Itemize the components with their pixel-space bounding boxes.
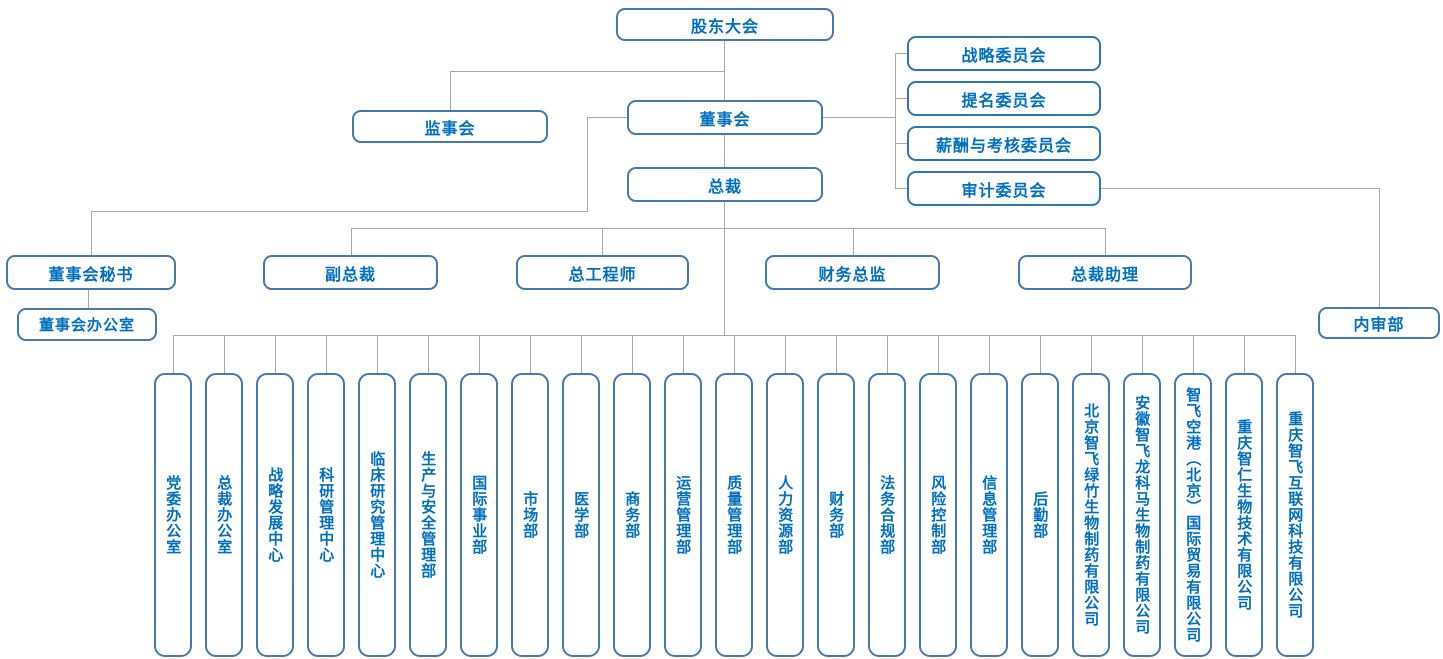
connector-line	[683, 335, 684, 373]
connector-line	[895, 188, 907, 189]
node-dept-hr: 人力资源部	[766, 373, 804, 657]
connector-line	[853, 228, 854, 255]
node-dept-logistics: 后勤部	[1021, 373, 1059, 657]
connector-line	[450, 71, 724, 72]
node-nomination-committee: 提名委员会	[907, 81, 1101, 116]
connector-line	[1379, 188, 1380, 307]
connector-line	[1105, 228, 1106, 255]
node-dept-legal-compliance: 法务合规部	[868, 373, 906, 657]
node-subsidiary-beijing-lvzhu: 北京智飞绿竹生物制药有限公司	[1072, 373, 1110, 657]
node-dept-party-office: 党委办公室	[154, 373, 192, 657]
connector-line	[224, 335, 225, 373]
node-strategy-committee: 战略委员会	[907, 36, 1101, 71]
connector-line	[377, 335, 378, 373]
node-dept-international: 国际事业部	[460, 373, 498, 657]
node-president: 总裁	[627, 167, 823, 202]
node-internal-audit: 内审部	[1318, 307, 1440, 339]
connector-line	[1142, 335, 1143, 373]
connector-line	[724, 202, 725, 335]
connector-line	[173, 335, 174, 373]
connector-line	[428, 335, 429, 373]
connector-line	[326, 335, 327, 373]
connector-line	[1295, 335, 1296, 373]
node-dept-information: 信息管理部	[970, 373, 1008, 657]
connector-line	[785, 335, 786, 373]
connector-line	[479, 335, 480, 373]
node-shareholders-meeting: 股东大会	[616, 8, 834, 41]
connector-line	[275, 335, 276, 373]
connector-line	[450, 71, 451, 110]
connector-line	[724, 135, 725, 167]
connector-line	[1244, 335, 1245, 373]
connector-line	[91, 211, 92, 255]
connector-line	[530, 335, 531, 373]
connector-line	[734, 335, 735, 373]
node-subsidiary-anhui-longcom: 安徽智飞龙科马生物制药有限公司	[1123, 373, 1161, 657]
connector-line	[1193, 335, 1194, 373]
connector-line	[989, 335, 990, 373]
connector-line	[1040, 335, 1041, 373]
connector-line	[351, 228, 1105, 229]
node-dept-risk-control: 风险控制部	[919, 373, 957, 657]
node-dept-marketing: 市场部	[511, 373, 549, 657]
node-subsidiary-chongqing-zhiren: 重庆智仁生物技术有限公司	[1225, 373, 1263, 657]
connector-line	[632, 335, 633, 373]
connector-line	[895, 143, 907, 144]
connector-line	[895, 53, 896, 189]
node-subsidiary-chongqing-internet: 重庆智飞互联网科技有限公司	[1276, 373, 1314, 657]
connector-line	[938, 335, 939, 373]
connector-line	[1091, 335, 1092, 373]
node-cfo: 财务总监	[765, 255, 940, 290]
connector-line	[91, 211, 588, 212]
node-audit-committee: 审计委员会	[907, 171, 1101, 206]
connector-line	[351, 228, 352, 255]
connector-line	[581, 335, 582, 373]
connector-line	[823, 117, 895, 118]
connector-line	[836, 335, 837, 373]
connector-line	[724, 41, 725, 100]
node-subsidiary-zhifei-konggang: 智飞空港（北京）国际贸易有限公司	[1174, 373, 1212, 657]
connector-line	[895, 98, 907, 99]
connector-line	[88, 290, 89, 308]
node-remuneration-appraisal-committee: 薪酬与考核委员会	[907, 126, 1101, 161]
connector-line	[587, 117, 627, 118]
node-dept-finance: 财务部	[817, 373, 855, 657]
connector-line	[887, 335, 888, 373]
node-dept-medical: 医学部	[562, 373, 600, 657]
node-dept-production-safety: 生产与安全管理部	[409, 373, 447, 657]
connector-line	[895, 53, 907, 54]
node-dept-clinical-research-center: 临床研究管理中心	[358, 373, 396, 657]
node-dept-research-mgmt-center: 科研管理中心	[307, 373, 345, 657]
node-dept-operations: 运营管理部	[664, 373, 702, 657]
node-supervisory-board: 监事会	[352, 110, 548, 143]
node-chief-engineer: 总工程师	[516, 255, 689, 290]
node-board-of-directors: 董事会	[627, 100, 823, 135]
node-dept-president-office: 总裁办公室	[205, 373, 243, 657]
connector-line	[1101, 188, 1379, 189]
connector-line	[587, 117, 588, 212]
node-board-office: 董事会办公室	[17, 308, 157, 341]
node-board-secretary: 董事会秘书	[6, 255, 176, 290]
node-dept-quality: 质量管理部	[715, 373, 753, 657]
node-president-assistant: 总裁助理	[1018, 255, 1192, 290]
node-vice-president: 副总裁	[263, 255, 438, 290]
node-dept-commerce: 商务部	[613, 373, 651, 657]
connector-line	[602, 228, 603, 255]
node-dept-strategy-center: 战略发展中心	[256, 373, 294, 657]
